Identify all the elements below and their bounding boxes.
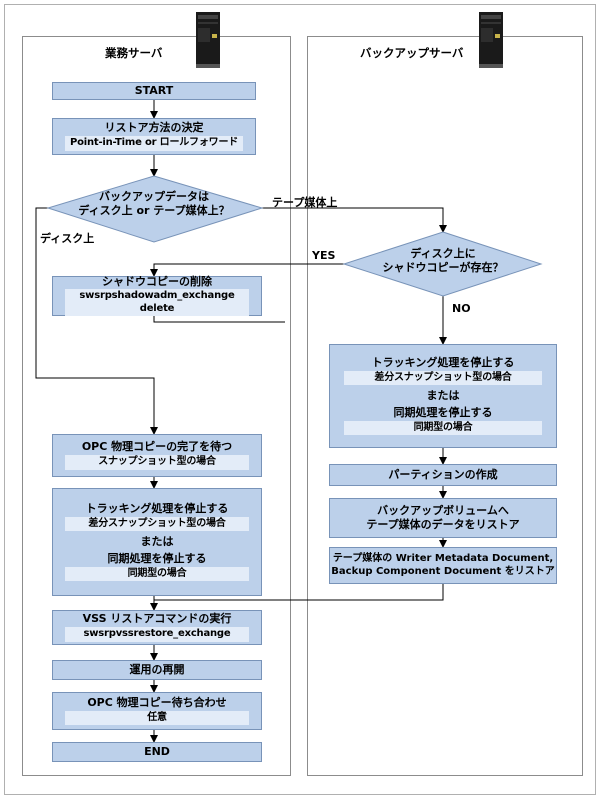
opc-sync-box: OPC 物理コピー待ち合わせ 任意 <box>52 692 262 730</box>
restore-document-box: テープ媒体の Writer Metadata Document, Backup … <box>329 547 557 584</box>
opc-sync-title: OPC 物理コピー待ち合わせ <box>87 695 227 709</box>
stop-tracking-title-right: トラッキング処理を停止する <box>371 355 515 369</box>
edge-label-tape: テープ媒体上 <box>272 196 338 209</box>
stop-tracking-box-left: トラッキング処理を停止する 差分スナップショット型の場合 または 同期処理を停止… <box>52 488 262 596</box>
server-icon-business <box>196 12 220 68</box>
resume-box: 運用の再開 <box>52 660 262 680</box>
stop-tracking-sub1-left: 差分スナップショット型の場合 <box>65 516 249 532</box>
lane-business-server <box>22 36 291 776</box>
end-label: END <box>144 745 170 759</box>
edge-label-disk: ディスク上 <box>40 232 95 245</box>
decision-shadow-copy-line1: ディスク上に <box>410 247 476 260</box>
start-label: START <box>134 84 174 98</box>
lane-title-backup-server: バックアップサーバ <box>360 46 464 60</box>
start-box: START <box>52 82 256 100</box>
stop-tracking-or-left: または <box>140 535 174 549</box>
stop-sync-title-left: 同期処理を停止する <box>107 551 207 565</box>
vss-restore-sub: swsrpvssrestore_exchange <box>65 627 249 642</box>
stop-tracking-sub1-right: 差分スナップショット型の場合 <box>343 370 543 386</box>
stop-tracking-box-right: トラッキング処理を停止する 差分スナップショット型の場合 または 同期処理を停止… <box>329 344 557 448</box>
opc-wait-box: OPC 物理コピーの完了を待つ スナップショット型の場合 <box>52 434 262 477</box>
decision-location-line1: バックアップデータは <box>99 190 209 203</box>
restore-method-title: リストア方法の決定 <box>104 121 204 135</box>
stop-sync-title-right: 同期処理を停止する <box>393 405 493 419</box>
shadow-delete-box: シャドウコピーの削除 swsrpshadowadm_exchange delet… <box>52 274 262 317</box>
vss-restore-box: VSS リストアコマンドの実行 swsrpvssrestore_exchange <box>52 610 262 645</box>
decision-location-text: バックアップデータは ディスク上 or テープ媒体上？ <box>58 190 250 218</box>
restore-method-box: リストア方法の決定 Point-in-Time or ロールフォワード <box>52 118 256 155</box>
end-box: END <box>52 742 262 762</box>
restore-volume-box: バックアップボリュームへ テープ媒体のデータをリストア <box>329 498 557 538</box>
shadow-delete-sub: swsrpshadowadm_exchange delete <box>65 289 249 317</box>
edge-label-yes: YES <box>312 249 336 262</box>
stop-tracking-or-right: または <box>426 389 460 403</box>
opc-wait-sub: スナップショット型の場合 <box>65 455 249 470</box>
restore-volume-line1: バックアップボリュームへ <box>377 504 509 518</box>
resume-label: 運用の再開 <box>129 663 185 677</box>
vss-restore-title: VSS リストアコマンドの実行 <box>82 612 232 626</box>
decision-shadow-copy-line2: シャドウコピーが存在？ <box>382 260 504 274</box>
edge-label-no: NO <box>452 302 471 315</box>
opc-sync-sub: 任意 <box>65 710 249 726</box>
opc-wait-title: OPC 物理コピーの完了を待つ <box>81 440 233 454</box>
restore-document-line1: テープ媒体の Writer Metadata Document, <box>332 553 554 564</box>
stop-tracking-title-left: トラッキング処理を停止する <box>85 501 229 515</box>
partition-label: パーティションの作成 <box>388 468 498 482</box>
partition-box: パーティションの作成 <box>329 464 557 486</box>
restore-document-line2: Backup Component Document をリストア <box>331 565 555 577</box>
shadow-delete-title: シャドウコピーの削除 <box>102 274 212 288</box>
stop-sync-sub2-right: 同期型の場合 <box>343 420 543 436</box>
lane-title-business-server: 業務サーバ <box>105 46 163 60</box>
stop-sync-sub2-left: 同期型の場合 <box>65 566 249 582</box>
restore-method-sub: Point-in-Time or ロールフォワード <box>65 136 243 151</box>
restore-volume-line2: テープ媒体のデータをリストア <box>366 518 520 531</box>
decision-shadow-copy-text: ディスク上に シャドウコピーが存在？ <box>353 247 533 275</box>
decision-location-line2: ディスク上 or テープ媒体上？ <box>78 203 230 217</box>
decision-diamond-location <box>46 175 264 243</box>
server-icon-backup <box>479 12 503 68</box>
decision-diamond-shadow-copy <box>342 231 543 297</box>
